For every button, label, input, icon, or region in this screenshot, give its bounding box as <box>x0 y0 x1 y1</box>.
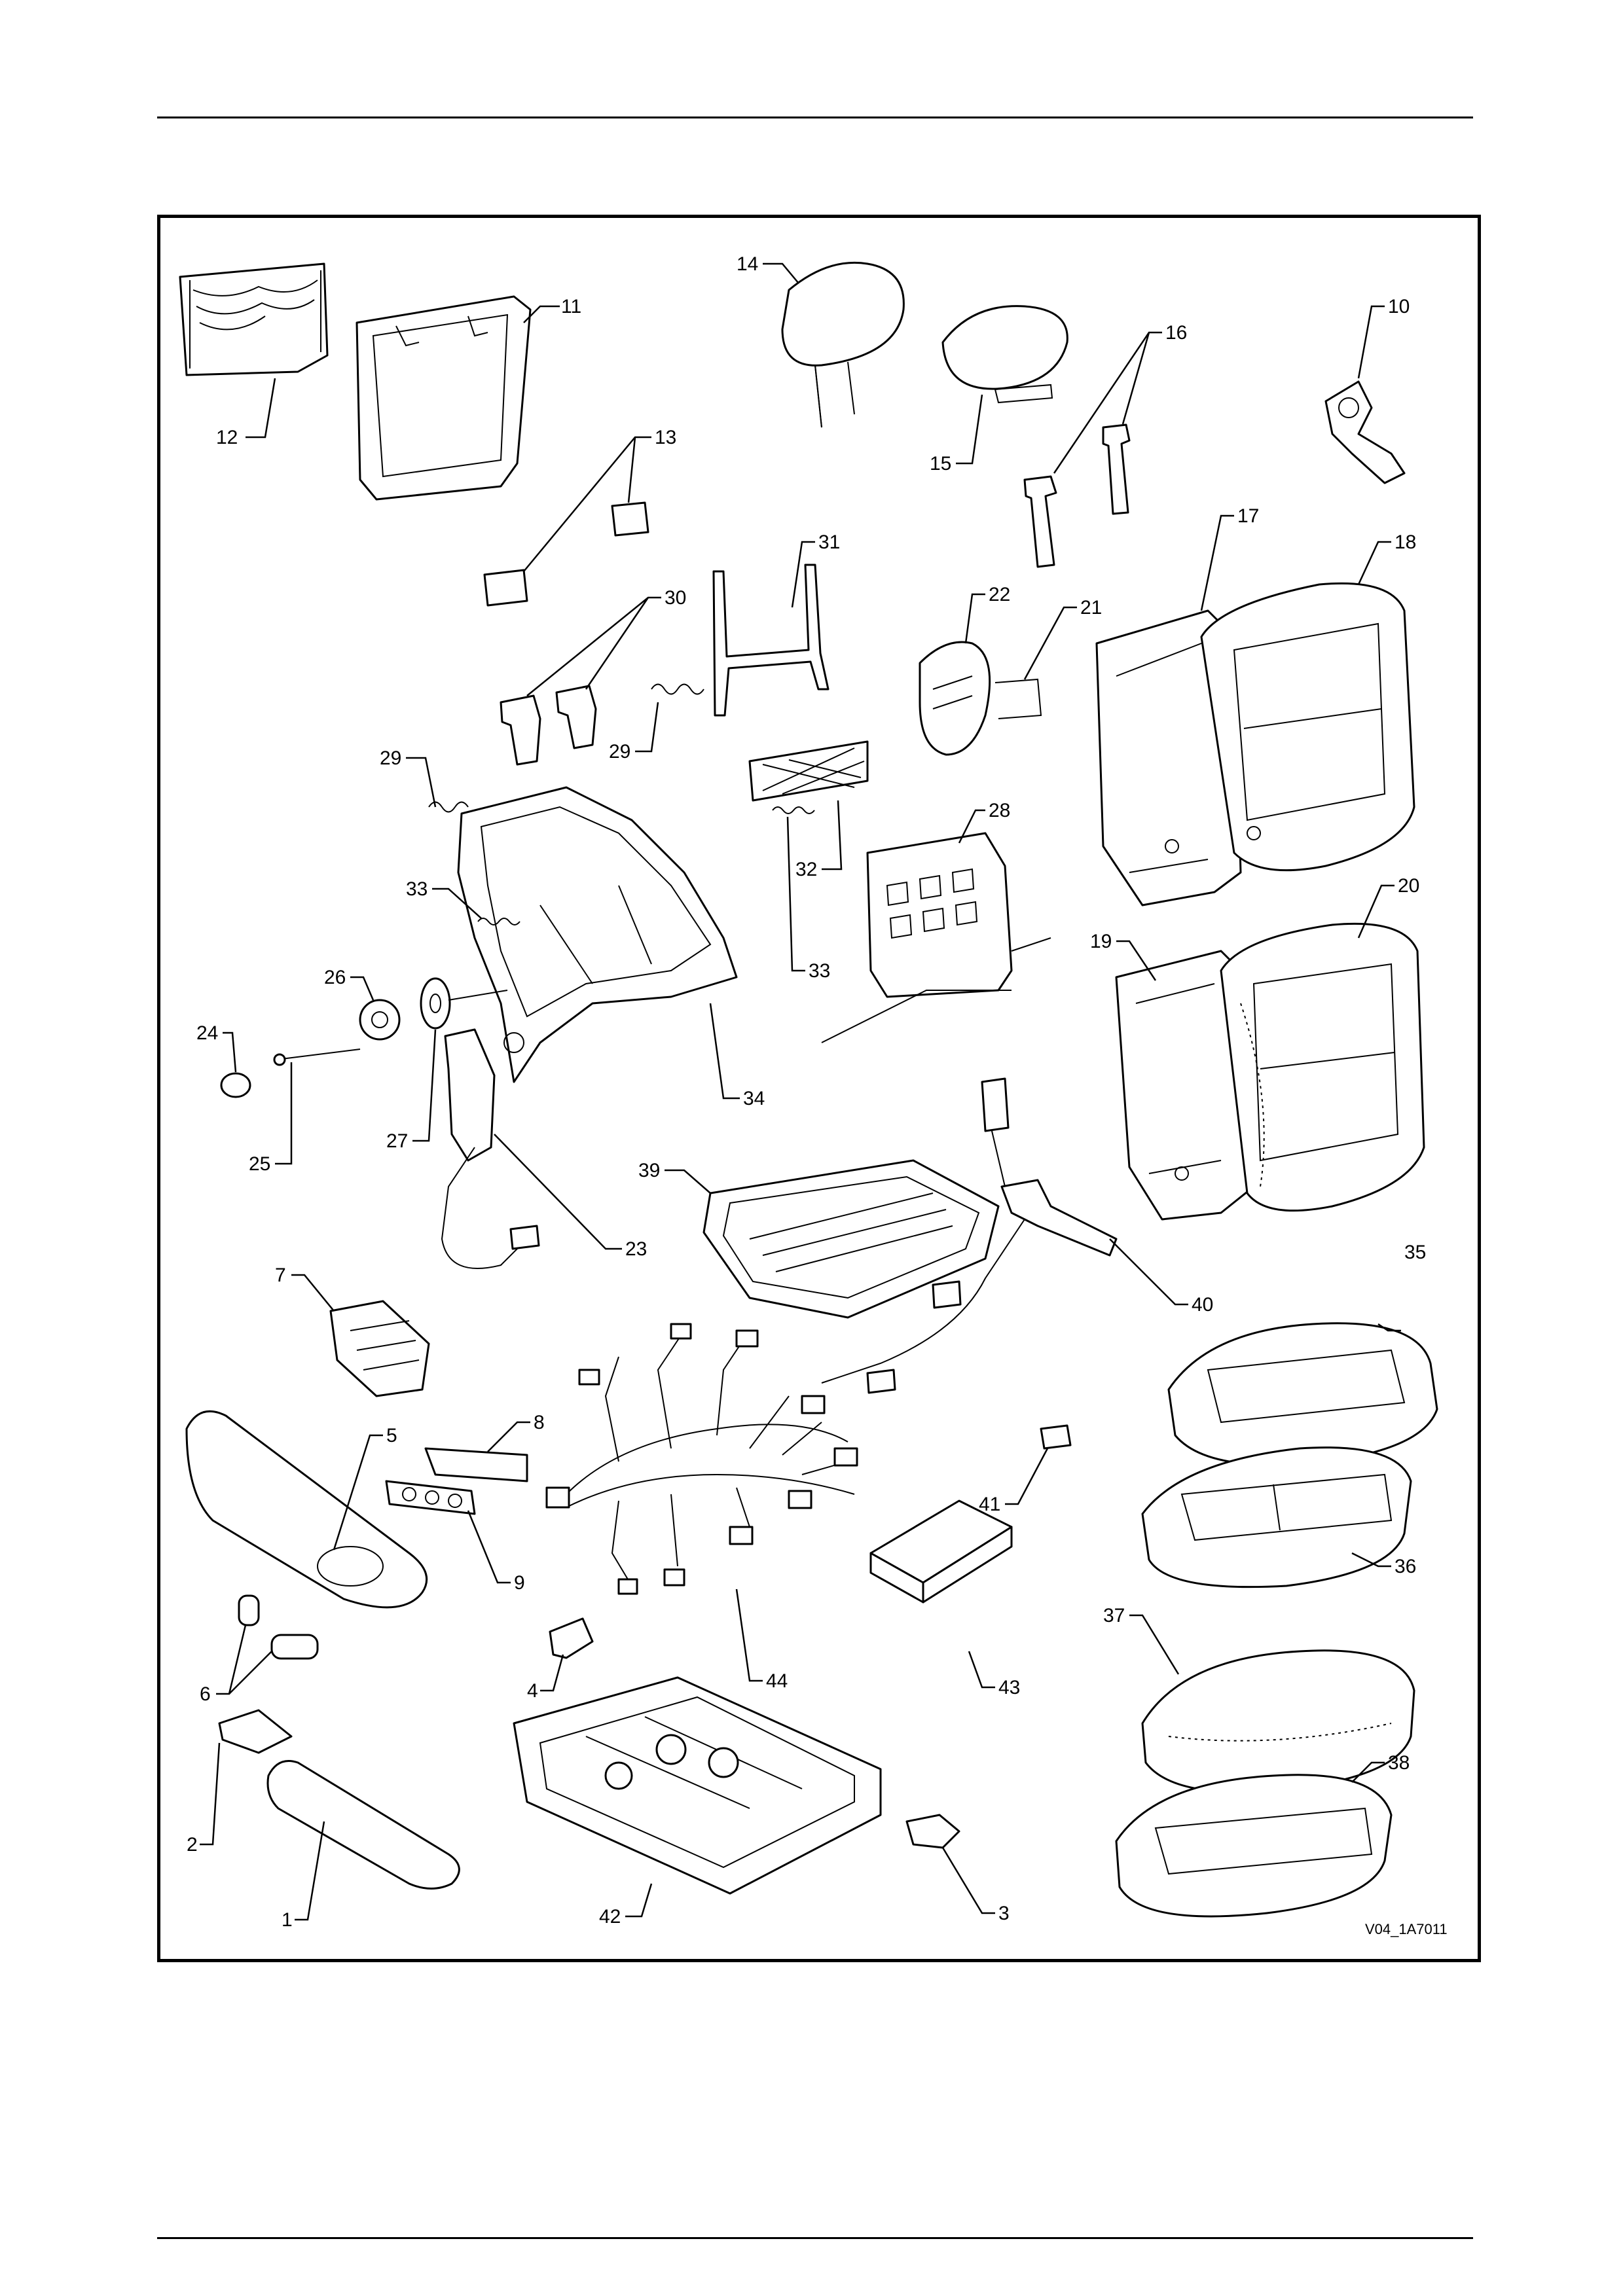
callout-27: 27 <box>386 1130 408 1152</box>
callout-9: 9 <box>514 1572 525 1594</box>
part-rail-cover-rear <box>907 1815 959 1848</box>
callout-8: 8 <box>534 1412 545 1433</box>
callout-40: 40 <box>1192 1294 1213 1316</box>
part-recliner-handle <box>1326 382 1404 483</box>
callout-17: 17 <box>1237 505 1259 527</box>
part-seat-track <box>514 1677 881 1893</box>
part-backrest-panel <box>357 296 530 499</box>
callout-38: 38 <box>1388 1752 1410 1774</box>
callout-11: 11 <box>561 296 581 317</box>
part-switch-pack <box>386 1481 475 1514</box>
callout-33-left: 33 <box>406 878 428 900</box>
part-bracket <box>219 1710 291 1753</box>
callout-10: 10 <box>1388 296 1410 317</box>
part-cap <box>221 1073 250 1097</box>
callout-16: 16 <box>1165 322 1187 344</box>
part-seat-cushion-base <box>1116 1775 1391 1916</box>
part-seat-cushion-cover <box>1142 1651 1414 1792</box>
callout-33-right: 33 <box>809 960 830 982</box>
exploded-seat-diagram: 12 11 14 10 15 16 13 31 17 18 30 22 21 2… <box>160 218 1478 1959</box>
part-lumbar-cover <box>920 642 990 755</box>
callout-20: 20 <box>1398 875 1419 897</box>
part-spring-33-right <box>773 807 814 814</box>
part-backrest-cover-front <box>1201 583 1414 870</box>
part-map-pocket <box>180 264 327 375</box>
part-seat-cushion-pad <box>1142 1448 1411 1587</box>
callout-14: 14 <box>737 253 758 275</box>
callout-24: 24 <box>196 1022 218 1044</box>
callout-36: 36 <box>1395 1556 1416 1577</box>
callout-35: 35 <box>1404 1242 1426 1263</box>
callout-25: 25 <box>249 1153 270 1175</box>
callout-6: 6 <box>200 1683 211 1705</box>
part-guides-pair <box>501 686 596 764</box>
callout-19: 19 <box>1090 931 1112 952</box>
part-seatback-frame <box>458 787 737 1082</box>
callout-1: 1 <box>282 1909 293 1931</box>
callout-31: 31 <box>818 531 840 553</box>
header-rule <box>157 117 1473 118</box>
callout-23: 23 <box>625 1238 647 1260</box>
callout-28: 28 <box>989 800 1010 821</box>
part-rail-cover-front <box>550 1619 593 1658</box>
callout-41: 41 <box>979 1494 1000 1515</box>
part-spring-upper <box>651 685 704 694</box>
callout-7: 7 <box>275 1265 286 1286</box>
part-control-module <box>871 1501 1012 1602</box>
part-adjust-knob <box>360 1000 399 1039</box>
callout-37: 37 <box>1103 1605 1125 1626</box>
part-seatback-plate <box>822 833 1051 1043</box>
footer-rule <box>157 2237 1473 2239</box>
part-seat-cushion-cover-top <box>1169 1323 1437 1465</box>
callout-42: 42 <box>599 1906 621 1928</box>
part-screw <box>274 1049 360 1065</box>
callout-43: 43 <box>998 1677 1020 1698</box>
part-headrest-guides <box>1025 425 1129 567</box>
part-lumbar-mesh <box>750 742 867 800</box>
part-headrest-front <box>782 262 903 427</box>
part-trim-buttons <box>239 1596 318 1659</box>
part-harness-clip <box>1041 1426 1070 1448</box>
callout-30: 30 <box>665 587 686 609</box>
callout-15: 15 <box>930 453 951 475</box>
part-cushion-back-cover-front <box>1221 924 1424 1210</box>
callout-5: 5 <box>386 1425 397 1446</box>
callout-39: 39 <box>638 1160 660 1181</box>
callout-3: 3 <box>998 1903 1010 1924</box>
callout-18: 18 <box>1395 531 1416 553</box>
callout-4: 4 <box>527 1680 538 1702</box>
part-wiring-harness <box>547 1324 857 1594</box>
callout-12: 12 <box>216 427 238 448</box>
callout-21: 21 <box>1080 597 1102 619</box>
callout-22: 22 <box>989 584 1010 605</box>
callout-29-left: 29 <box>380 747 401 769</box>
callout-13: 13 <box>655 427 676 448</box>
callout-32: 32 <box>795 859 817 880</box>
part-switch-bezel <box>426 1448 527 1481</box>
part-u-bracket <box>995 679 1041 719</box>
part-lower-side-trim <box>268 1761 459 1889</box>
callout-34: 34 <box>743 1088 765 1109</box>
diagram-reference-code: V04_1A7011 <box>1365 1921 1448 1937</box>
callout-44: 44 <box>766 1670 788 1692</box>
part-headrest-frame <box>714 565 828 715</box>
part-headrest-rear <box>943 306 1067 403</box>
callout-26: 26 <box>324 967 346 988</box>
part-seat-switch <box>331 1301 429 1396</box>
part-clips <box>484 503 648 605</box>
diagram-frame: 12 11 14 10 15 16 13 31 17 18 30 22 21 2… <box>157 215 1481 1962</box>
callout-29-right: 29 <box>609 741 630 762</box>
callout-2: 2 <box>187 1834 198 1856</box>
